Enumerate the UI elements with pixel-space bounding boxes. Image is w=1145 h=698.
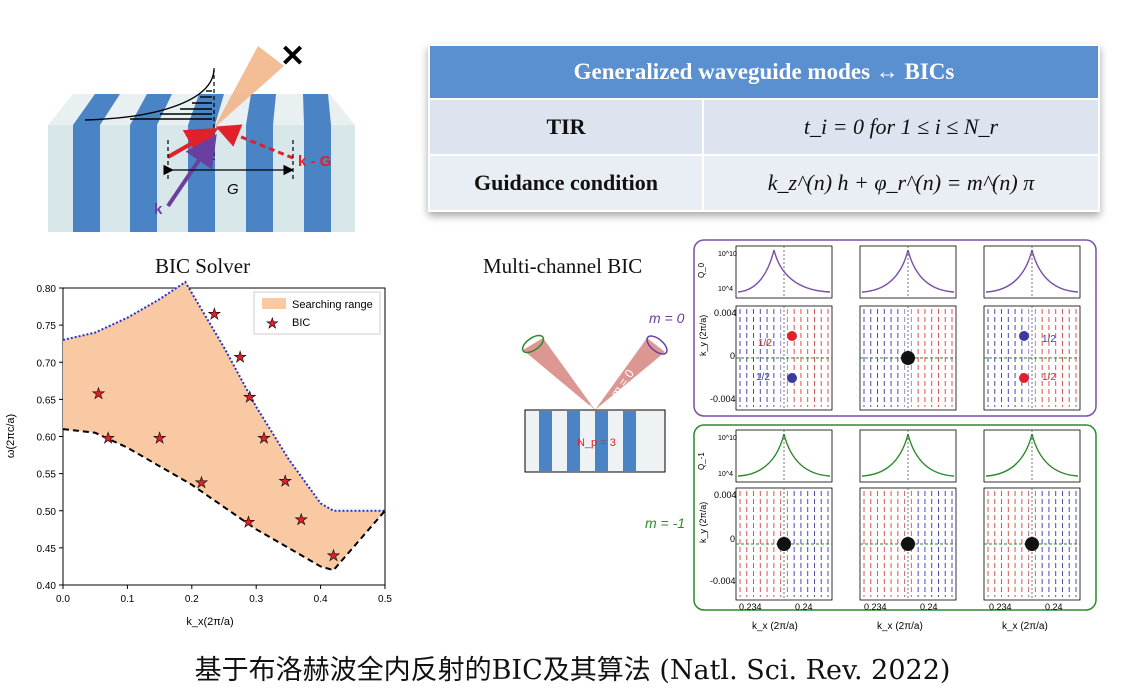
y-tick-label: 0.55	[37, 470, 57, 481]
grating-schematic: ✕ k k - G G	[48, 40, 355, 232]
y-tick-label: 0.50	[37, 507, 57, 518]
kx-tick-1b: 0.24	[795, 602, 813, 612]
bic-point: ★	[278, 473, 291, 490]
y-tick-label: 0.40	[37, 581, 57, 592]
bic-point: ★	[242, 514, 255, 531]
y-tick-label: 0.80	[37, 284, 57, 295]
x-tick-label: 0.1	[120, 594, 134, 605]
vortex-dot	[787, 373, 797, 383]
vortex-dot	[1019, 373, 1029, 383]
vortex-dot	[1019, 331, 1029, 341]
chart-legend: Searching range ★ BIC	[253, 291, 381, 335]
ky-tick-top-2: -0.004	[710, 394, 736, 404]
kx-tick-2a: 0.234	[864, 602, 887, 612]
y-tick-label: 0.75	[37, 321, 57, 332]
bic-point: ★	[92, 385, 105, 402]
table-row: TIR t_i = 0 for 1 ≤ i ≤ N_r	[428, 98, 1100, 156]
y-tick-label: 0.45	[37, 544, 57, 555]
row-condition-guidance: k_z^(n) h + φ_r^(n) = m^(n) π	[702, 154, 1100, 212]
x-tick-label: 0.0	[56, 594, 70, 605]
ky-tick-top-1: 0	[730, 351, 735, 361]
searching-range-area	[63, 282, 385, 571]
half-label-1b: 1/2	[756, 372, 770, 383]
bic-solver-chart: ★ ★ ★ ★ ★ ★ ★ ★ ★ ★ ★ ★ 0.0 0.1 0.2 0.3 0.4 0.5 0.40 0.45 0.…	[5, 280, 392, 628]
ky-label-bottom: k_y (2π/a)	[698, 502, 708, 543]
q-curve	[737, 249, 831, 293]
label-m0: m = 0	[649, 310, 685, 326]
vortex-core	[901, 351, 915, 365]
bic-table: Generalized waveguide modes ↔ BICs TIR t…	[428, 44, 1100, 212]
label-k-minus-g: k - G	[298, 153, 331, 170]
ky-tick-bottom-0: 0.004	[714, 490, 737, 500]
legend-swatch-range	[262, 298, 286, 309]
q1-top-tick: 10^10	[718, 435, 737, 442]
vortex-dot	[787, 331, 797, 341]
bic-point: ★	[208, 306, 221, 323]
table-header: Generalized waveguide modes ↔ BICs	[428, 44, 1100, 100]
legend-label-bic: BIC	[292, 317, 310, 329]
half-label-1a: 1/2	[758, 338, 772, 349]
row-label-guidance: Guidance condition	[428, 154, 704, 212]
x-tick-label: 0.2	[185, 594, 199, 605]
ky-tick-bottom-1: 0	[730, 534, 735, 544]
chart-xlabel: k_x(2π/a)	[186, 616, 233, 628]
kx-label-2: k_x (2π/a)	[877, 621, 923, 632]
vortex-core	[1025, 537, 1039, 551]
kx-tick-2b: 0.24	[920, 602, 938, 612]
lower-bound-line	[62, 428, 386, 572]
kx-tick-3a: 0.234	[989, 602, 1012, 612]
q0-label: Q_0	[697, 262, 706, 278]
bic-point: ★	[243, 389, 256, 406]
bic-point: ★	[195, 475, 208, 492]
kx-label-3: k_x (2π/a)	[1002, 621, 1048, 632]
vortex-core	[777, 537, 791, 551]
label-k: k	[154, 201, 163, 218]
multichannel-panels: Q_0 Q_-1 10^10 10^4 10^10 10^4 k_y (2π/a…	[693, 239, 1097, 632]
legend-star: ★	[266, 315, 279, 331]
chart-ylabel: ω(2πc/a)	[5, 414, 17, 458]
x-tick-label: 0.5	[378, 594, 392, 605]
q1-label: Q_-1	[697, 452, 706, 470]
figure-caption: 基于布洛赫波全内反射的BIC及其算法 (Natl. Sci. Rev. 2022…	[194, 655, 951, 686]
row-condition-tir: t_i = 0 for 1 ≤ i ≤ N_r	[702, 98, 1100, 156]
vortex-core	[901, 537, 915, 551]
kx-tick-1a: 0.234	[739, 602, 762, 612]
half-label-3b: 1/2	[1042, 372, 1056, 383]
bic-point: ★	[295, 512, 308, 529]
label-g: G	[227, 181, 239, 198]
half-label-3a: 1/2	[1042, 334, 1056, 345]
x-tick-label: 0.4	[314, 594, 328, 605]
np-label: N_p = 3	[577, 437, 616, 449]
ky-label-top: k_y (2π/a)	[698, 315, 708, 356]
x-tick-label: 0.3	[249, 594, 263, 605]
bic-point: ★	[233, 349, 246, 366]
q0-bottom-tick: 10^4	[718, 286, 733, 293]
y-tick-label: 0.70	[37, 358, 57, 369]
bic-solver-title: BIC Solver	[155, 254, 251, 278]
y-tick-label: 0.65	[37, 395, 57, 406]
label-m1: m = -1	[645, 515, 686, 531]
row-label-tir: TIR	[428, 98, 704, 156]
table-row: Guidance condition k_z^(n) h + φ_r^(n) =…	[428, 154, 1100, 212]
legend-label-range: Searching range	[292, 299, 373, 311]
bic-point: ★	[257, 430, 270, 447]
bic-point: ★	[153, 430, 166, 447]
blocked-cross: ✕	[280, 40, 305, 73]
incidence-schematic: m = -1 m = 0 N_p = 3	[521, 334, 668, 473]
ky-tick-bottom-2: -0.004	[710, 576, 736, 586]
multichannel-title: Multi-channel BIC	[483, 254, 643, 278]
ky-tick-top-0: 0.004	[714, 308, 737, 318]
bic-point: ★	[327, 547, 340, 564]
y-tick-label: 0.60	[37, 433, 57, 444]
q1-bottom-tick: 10^4	[718, 471, 733, 478]
q0-top-tick: 10^10	[718, 251, 737, 258]
kx-tick-3b: 0.24	[1045, 602, 1063, 612]
upper-bound-line	[62, 280, 385, 512]
bic-point: ★	[101, 430, 114, 447]
kx-label-1: k_x (2π/a)	[752, 621, 798, 632]
